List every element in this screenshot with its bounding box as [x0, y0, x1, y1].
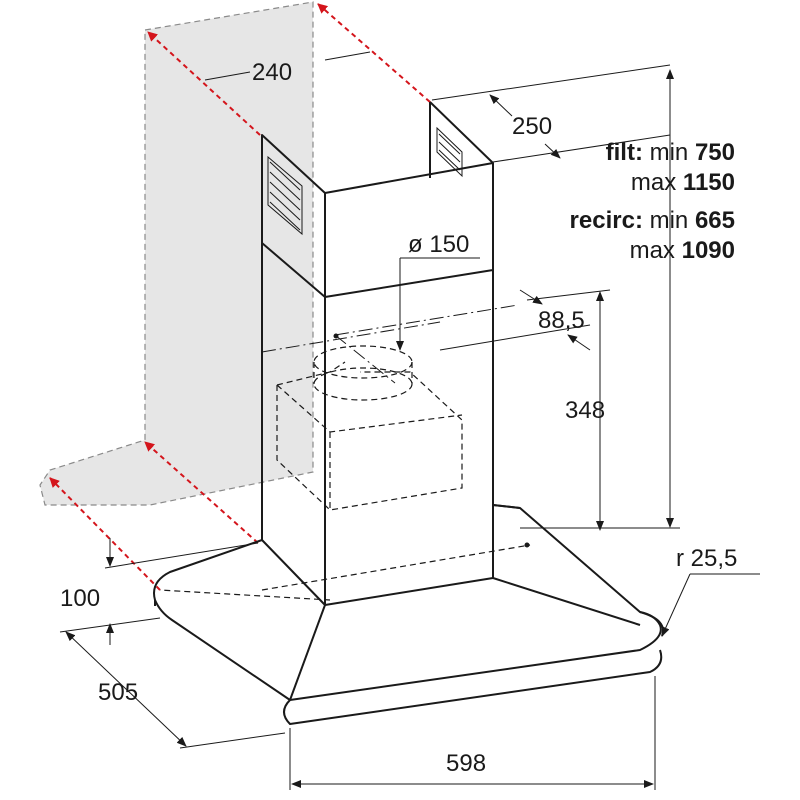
center-lines	[261, 304, 530, 548]
dim-250-label: 250	[512, 113, 552, 140]
dim-240: 240	[204, 51, 371, 86]
dim-505: 505	[65, 631, 286, 749]
dim-100: 100	[59, 538, 259, 645]
dim-diameter: ø 150	[396, 231, 480, 351]
svg-text:max 1090: max 1090	[630, 237, 735, 264]
dim-100-label: 100	[60, 585, 100, 612]
filt-max-word: max	[631, 169, 676, 196]
svg-text:filt: min: filt: min 750	[606, 139, 735, 166]
dim-250: 250	[431, 64, 671, 163]
recirc-min-word: min	[650, 207, 689, 234]
recirc-max-word: max	[630, 237, 675, 264]
dim-348-label: 348	[565, 397, 605, 424]
recirc-min-value: 665	[695, 207, 735, 234]
vent-slots-right	[436, 126, 463, 178]
dim-radius-label: r 25,5	[676, 545, 737, 572]
dim-598-label: 598	[446, 750, 486, 777]
dim-240-label: 240	[252, 59, 292, 86]
dim-radius: r 25,5	[661, 545, 760, 637]
lower-chimney	[261, 243, 494, 605]
filt-max-value: 1150	[683, 169, 735, 196]
recirc-max-value: 1090	[682, 237, 735, 264]
filt-label: filt:	[606, 139, 643, 166]
filt-min-value: 750	[695, 139, 735, 166]
wall-outline	[39, 1, 314, 506]
filt-min-word: min	[650, 139, 689, 166]
vent-slots-left	[267, 155, 303, 236]
height-specs: filt: min 750 max 1150 recirc: min 665 m…	[570, 139, 735, 264]
dim-598: 598	[289, 676, 656, 790]
hidden-motor-box	[159, 345, 531, 601]
dim-505-label: 505	[98, 679, 138, 706]
hood-canopy	[153, 504, 664, 725]
dim-88: 88,5	[439, 289, 591, 351]
recirc-label: recirc:	[570, 207, 643, 234]
dim-348: 348	[526, 289, 611, 531]
dim-diameter-label: ø 150	[408, 231, 469, 258]
dim-88-label: 88,5	[538, 307, 585, 334]
wall-reference-lines	[49, 3, 431, 591]
svg-text:max 1150: max 1150	[631, 169, 735, 196]
svg-text:recirc: min: recirc: min 665	[570, 207, 735, 234]
